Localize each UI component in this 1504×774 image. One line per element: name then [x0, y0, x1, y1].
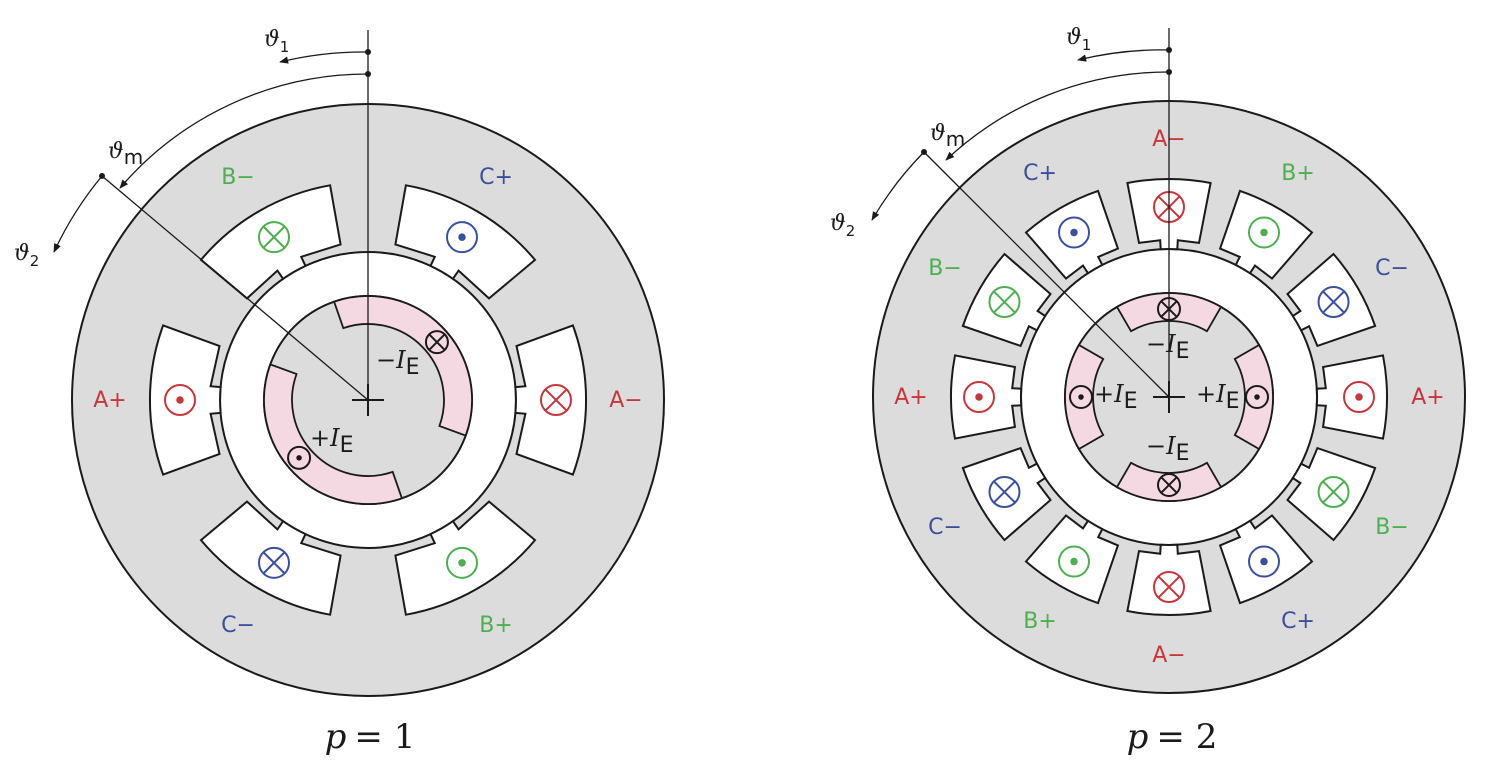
- stator-slots: [149, 184, 587, 616]
- rotor-label-minus-ie-bottom: −IE: [1146, 432, 1190, 466]
- ref-point-3: [921, 149, 927, 155]
- ref-point-3: [99, 173, 105, 179]
- stator-slot: [1315, 354, 1388, 440]
- phase-label-c: C−: [1375, 256, 1409, 281]
- angle-references: [53, 30, 369, 401]
- caption-p2: p= 2: [1127, 717, 1218, 757]
- stator-slot: [149, 324, 222, 476]
- excitation-coil-dot: [1069, 385, 1093, 409]
- coil-dot-phase-a: [1343, 381, 1375, 413]
- rotor-label-plus-ie-left: +IE: [1094, 380, 1138, 414]
- rotor-label-minus-ie: −IE: [376, 346, 420, 380]
- stator-slot: [199, 184, 342, 300]
- phase-label-c: C+: [1023, 161, 1057, 186]
- ref-point-2: [365, 71, 371, 77]
- rotor-label-plus-ie: +IE: [310, 424, 354, 458]
- coil-cross-phase-b: [258, 221, 290, 254]
- phase-label-b: B−: [221, 165, 255, 190]
- stator-slot: [199, 500, 342, 616]
- excitation-coil-dot: [287, 445, 312, 470]
- coil-dot-phase-b: [1058, 545, 1090, 578]
- machine-p2: −IE +IE +IE −IE A−C+B+B−C−A+A+C−B−B+C+A−…: [830, 25, 1466, 757]
- machine-p1: −IE +IE B− C+ A+ A− C− B+ ϑ1 ϑm ϑ2 p= 1: [14, 27, 665, 757]
- coil-dot-phase-c: [1248, 545, 1280, 578]
- stator-slot: [950, 354, 1023, 440]
- coil-cross-phase-b: [1317, 476, 1350, 508]
- thetam-label: ϑm: [108, 139, 143, 169]
- coil-dot-phase-b: [1248, 216, 1280, 249]
- excitation-winding: [1064, 292, 1274, 502]
- coil-cross-phase-b: [988, 286, 1021, 318]
- phase-labels: A−C+B+B−C−A+A+C−B−B+C+A−: [894, 127, 1444, 668]
- phase-label-c: C−: [221, 613, 255, 638]
- excitation-coil-cross: [1157, 473, 1181, 497]
- stator-slot: [394, 500, 537, 616]
- phase-label-b: B−: [1375, 515, 1409, 540]
- excitation-coil-cross: [424, 330, 449, 355]
- phase-label-c: C+: [479, 165, 513, 190]
- phase-label-a: A+: [1411, 385, 1444, 410]
- rotor-label-plus-ie-right: +IE: [1196, 380, 1240, 414]
- phase-label-a: A−: [1152, 643, 1185, 668]
- thetam-label: ϑm: [930, 121, 965, 151]
- coil-dot-phase-b: [446, 546, 478, 579]
- ref-point-1: [1166, 47, 1172, 53]
- coil-cross-phase-a: [540, 384, 572, 416]
- coil-dot-phase-c: [446, 221, 478, 254]
- phase-label-a: A+: [93, 388, 126, 413]
- phase-labels: B− C+ A+ A− C− B+: [93, 165, 642, 638]
- coil-cross-phase-c: [988, 476, 1021, 508]
- theta2-label: ϑ2: [830, 211, 855, 240]
- stator-slots: [950, 178, 1388, 616]
- phase-label-a: A+: [894, 385, 927, 410]
- ref-point-2: [1166, 69, 1172, 75]
- caption-p1: p= 1: [325, 717, 416, 757]
- excitation-winding: [263, 295, 473, 505]
- coil-cross-phase-c: [258, 546, 290, 579]
- excitation-coil-dot: [1245, 385, 1269, 409]
- phase-label-c: C+: [1281, 609, 1315, 634]
- angle-references: [871, 28, 1170, 398]
- coil-dot-phase-a: [963, 381, 995, 413]
- phase-label-b: B+: [1281, 161, 1315, 186]
- stator-slot: [514, 324, 587, 476]
- ref-point-1: [365, 49, 371, 55]
- excitation-band-left: [1064, 343, 1105, 451]
- coil-dot-phase-a: [164, 384, 196, 416]
- phase-label-b: B−: [928, 256, 962, 281]
- theta1-label: ϑ1: [264, 27, 289, 56]
- stator-slot: [1126, 543, 1212, 616]
- theta2-label: ϑ2: [14, 241, 39, 270]
- phase-label-b: B+: [1023, 609, 1057, 634]
- coil-cross-phase-a: [1153, 571, 1185, 603]
- phase-label-a: A−: [609, 388, 642, 413]
- rotor-label-minus-ie-top: −IE: [1146, 330, 1190, 364]
- coil-dot-phase-c: [1058, 216, 1090, 249]
- excitation-band-right: [1233, 343, 1274, 451]
- excitation-band-bottom: [1115, 461, 1223, 502]
- theta1-label: ϑ1: [1066, 25, 1091, 54]
- stator-slot: [394, 184, 537, 300]
- phase-label-b: B+: [479, 613, 513, 638]
- coil-cross-phase-c: [1317, 286, 1350, 318]
- phase-label-c: C−: [928, 515, 962, 540]
